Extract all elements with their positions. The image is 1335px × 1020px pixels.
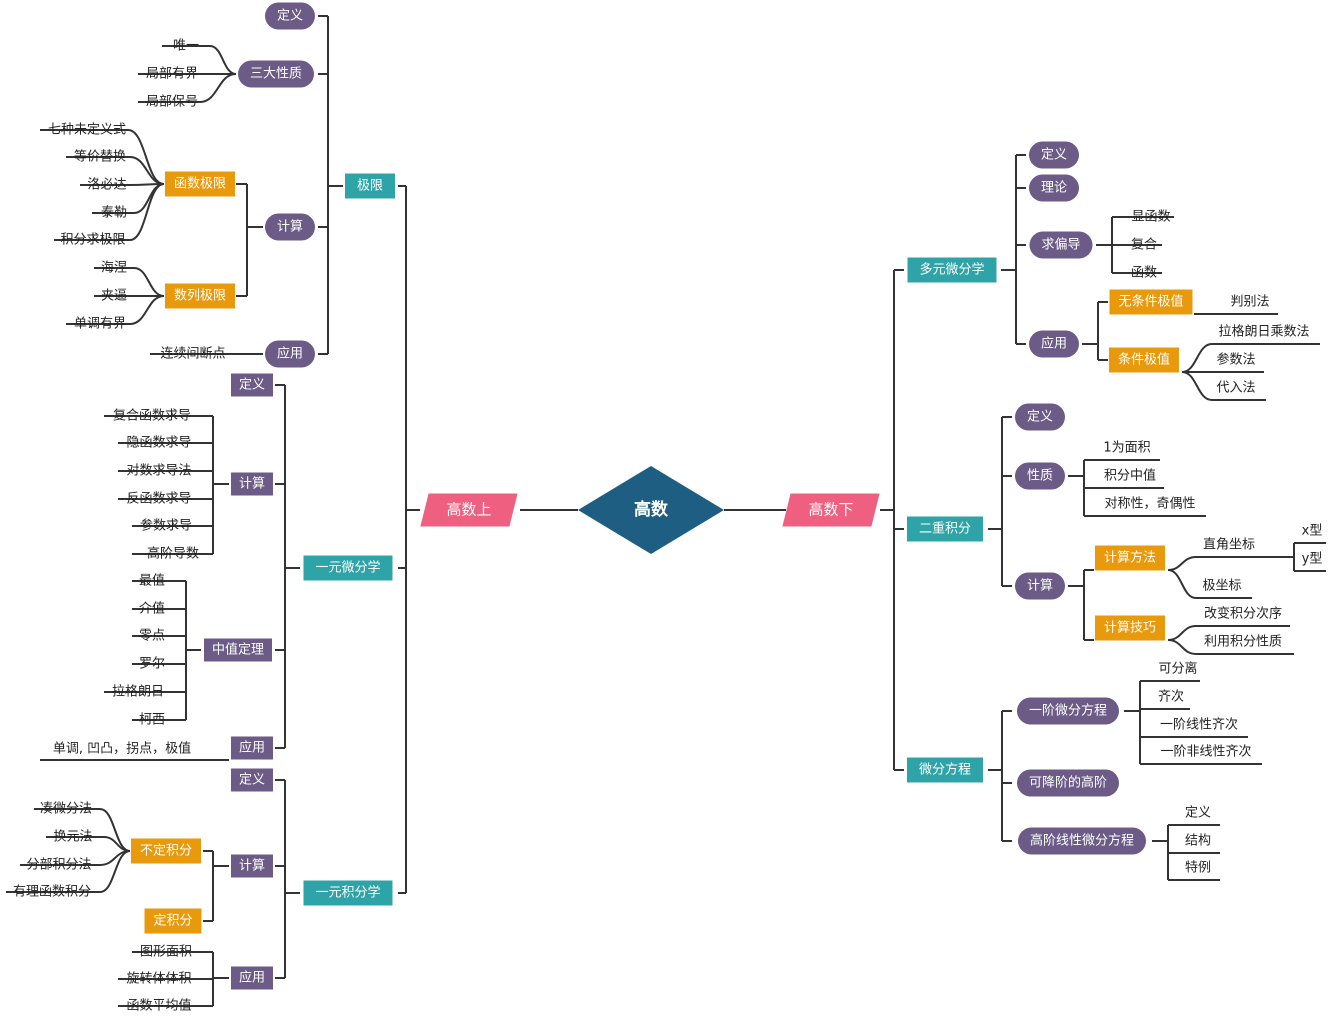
x-type: x型 <box>1301 523 1323 539</box>
cond-0: 拉格朗日乘数法 <box>1218 324 1310 340</box>
multi-theory[interactable]: 理论 <box>1028 174 1080 202</box>
cond-2: 代入法 <box>1216 380 1256 396</box>
func-item-2: 洛必达 <box>87 177 127 193</box>
multi-application[interactable]: 应用 <box>1028 330 1080 358</box>
cond-1: 参数法 <box>1216 352 1256 368</box>
higher-0: 定义 <box>1184 805 1212 821</box>
diff-definition[interactable]: 定义 <box>230 373 274 397</box>
polar-coords: 极坐标 <box>1202 578 1242 594</box>
dprop-1: 积分中值 <box>1103 468 1157 484</box>
seq-item-2: 单调有界 <box>73 316 127 332</box>
integ-app-0: 图形面积 <box>139 944 193 960</box>
topic-single-diff[interactable]: 一元微分学 <box>303 555 393 581</box>
integ-definition[interactable]: 定义 <box>230 768 274 792</box>
limit-application[interactable]: 应用 <box>264 340 316 368</box>
limit-three-properties[interactable]: 三大性质 <box>237 60 315 88</box>
higher-linear-ode[interactable]: 高阶线性微分方程 <box>1017 827 1147 855</box>
higher-2: 特例 <box>1184 860 1212 876</box>
multi-definition[interactable]: 定义 <box>1028 141 1080 169</box>
diff-calc-2: 对数求导法 <box>126 463 192 479</box>
y-type: y型 <box>1301 551 1323 567</box>
unconditional-extremum[interactable]: 无条件极值 <box>1109 289 1193 315</box>
indef-0: 凑微分法 <box>39 801 93 817</box>
skill-1: 利用积分性质 <box>1203 634 1283 650</box>
func-item-0: 七种未定义式 <box>47 122 127 138</box>
mvt-2: 零点 <box>138 628 166 644</box>
indefinite-integral[interactable]: 不定积分 <box>130 838 202 864</box>
func-item-1: 等价替换 <box>73 149 127 165</box>
prop-local-sign: 局部保号 <box>145 94 199 110</box>
diff-calc-3: 反函数求导 <box>126 491 192 507</box>
mvt-1: 介值 <box>138 601 166 617</box>
limit-definition[interactable]: 定义 <box>264 2 316 30</box>
calc-method[interactable]: 计算方法 <box>1094 545 1166 571</box>
diff-application[interactable]: 应用 <box>230 736 274 760</box>
uncond-0: 判别法 <box>1230 294 1270 310</box>
higher-1: 结构 <box>1184 833 1212 849</box>
partial-0: 显函数 <box>1131 209 1171 225</box>
integ-calc[interactable]: 计算 <box>230 854 274 878</box>
definite-integral[interactable]: 定积分 <box>144 908 202 934</box>
diff-calc-5: 高阶导数 <box>146 546 200 562</box>
app-continuity: 连续间断点 <box>160 346 226 362</box>
diff-calc[interactable]: 计算 <box>230 472 274 496</box>
topic-single-integral[interactable]: 一元积分学 <box>303 880 393 906</box>
double-properties[interactable]: 性质 <box>1014 462 1066 490</box>
cartesian-coords: 直角坐标 <box>1202 537 1256 553</box>
first-order-ode[interactable]: 一阶微分方程 <box>1016 697 1120 725</box>
reducible-higher-order[interactable]: 可降阶的高阶 <box>1016 769 1120 797</box>
indef-1: 换元法 <box>53 829 93 845</box>
calc-skill[interactable]: 计算技巧 <box>1094 615 1166 641</box>
func-item-4: 积分求极限 <box>60 232 126 248</box>
indef-2: 分部积分法 <box>26 857 92 873</box>
mvt-3: 罗尔 <box>138 656 166 672</box>
skill-0: 改变积分次序 <box>1203 606 1283 622</box>
mean-value-theorem[interactable]: 中值定理 <box>203 638 273 662</box>
prop-local-bounded: 局部有界 <box>145 66 199 82</box>
partial-derivative[interactable]: 求偏导 <box>1029 231 1093 259</box>
topic-ode[interactable]: 微分方程 <box>906 757 984 783</box>
integ-application[interactable]: 应用 <box>230 966 274 990</box>
func-item-3: 泰勒 <box>100 205 128 221</box>
partial-1: 复合 <box>1130 237 1158 253</box>
diff-calc-4: 参数求导 <box>139 518 193 534</box>
diff-calc-0: 复合函数求导 <box>112 408 192 424</box>
double-calc[interactable]: 计算 <box>1014 572 1066 600</box>
dprop-0: 1为面积 <box>1103 440 1151 456</box>
indef-3: 有理函数积分 <box>12 884 92 900</box>
topic-double-integral[interactable]: 二重积分 <box>906 516 984 542</box>
mvt-0: 最值 <box>138 573 166 589</box>
limit-calc[interactable]: 计算 <box>264 213 316 241</box>
dprop-2: 对称性，奇偶性 <box>1104 496 1196 512</box>
first-1: 齐次 <box>1157 689 1185 705</box>
double-definition[interactable]: 定义 <box>1014 403 1066 431</box>
branch-gaoshu-xia[interactable]: 高数下 <box>782 493 880 527</box>
branch-gaoshu-shang[interactable]: 高数上 <box>420 493 518 527</box>
mvt-5: 柯西 <box>138 712 166 728</box>
diff-calc-1: 隐函数求导 <box>126 435 192 451</box>
topic-limit[interactable]: 极限 <box>344 173 396 199</box>
first-3: 一阶非线性齐次 <box>1160 744 1252 760</box>
integ-app-1: 旋转体体积 <box>126 971 192 987</box>
seq-item-1: 夹逼 <box>100 288 128 304</box>
integ-app-2: 函数平均值 <box>126 998 192 1014</box>
partial-2: 函数 <box>1130 265 1158 281</box>
function-limit[interactable]: 函数极限 <box>164 171 236 197</box>
first-0: 可分离 <box>1158 661 1198 677</box>
mvt-4: 拉格朗日 <box>111 684 165 700</box>
topic-multivariable-diff[interactable]: 多元微分学 <box>907 257 997 283</box>
prop-unique: 唯一 <box>172 38 200 54</box>
seq-item-0: 海涅 <box>100 260 128 276</box>
conditional-extremum[interactable]: 条件极值 <box>1108 347 1180 373</box>
diff-app-0: 单调, 凹凸，拐点，极值 <box>52 741 192 757</box>
sequence-limit[interactable]: 数列极限 <box>164 283 236 309</box>
first-2: 一阶线性齐次 <box>1159 717 1239 733</box>
